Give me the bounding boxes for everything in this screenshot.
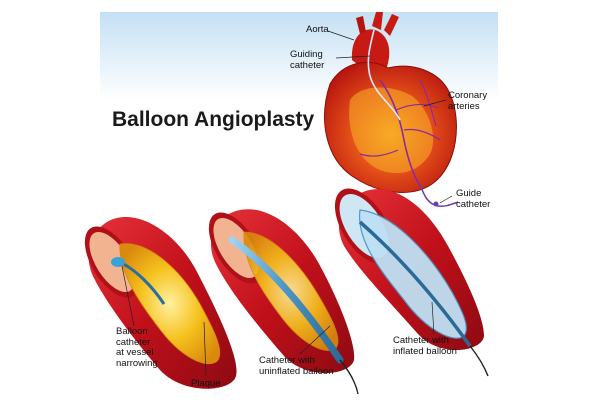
heart-illustration (324, 12, 459, 207)
label-aorta: Aorta (306, 24, 329, 35)
vessel-narrowing (84, 216, 237, 389)
label-guiding-catheter: Guiding catheter (290, 49, 325, 71)
diagram-title: Balloon Angioplasty (112, 108, 315, 131)
vessel-leader-lines (121, 265, 435, 377)
label-guide-catheter: Guide catheter (456, 188, 491, 210)
vessel-uninflated (208, 209, 359, 395)
label-balloon-catheter: Balloon catheter at vessel narrowing (116, 326, 158, 369)
label-catheter-uninflated: Catheter with uninflated balloon (259, 355, 334, 377)
guiding-catheter-line (367, 29, 401, 121)
heart-leader-lines (327, 30, 453, 204)
label-coronary-arteries: Coronary arteries (448, 90, 488, 112)
label-catheter-inflated: Catheter with inflated balloon (393, 335, 457, 357)
vessel-inflated (334, 188, 489, 377)
label-plaque: Plaque (191, 378, 221, 389)
guide-catheter-line (419, 183, 459, 207)
